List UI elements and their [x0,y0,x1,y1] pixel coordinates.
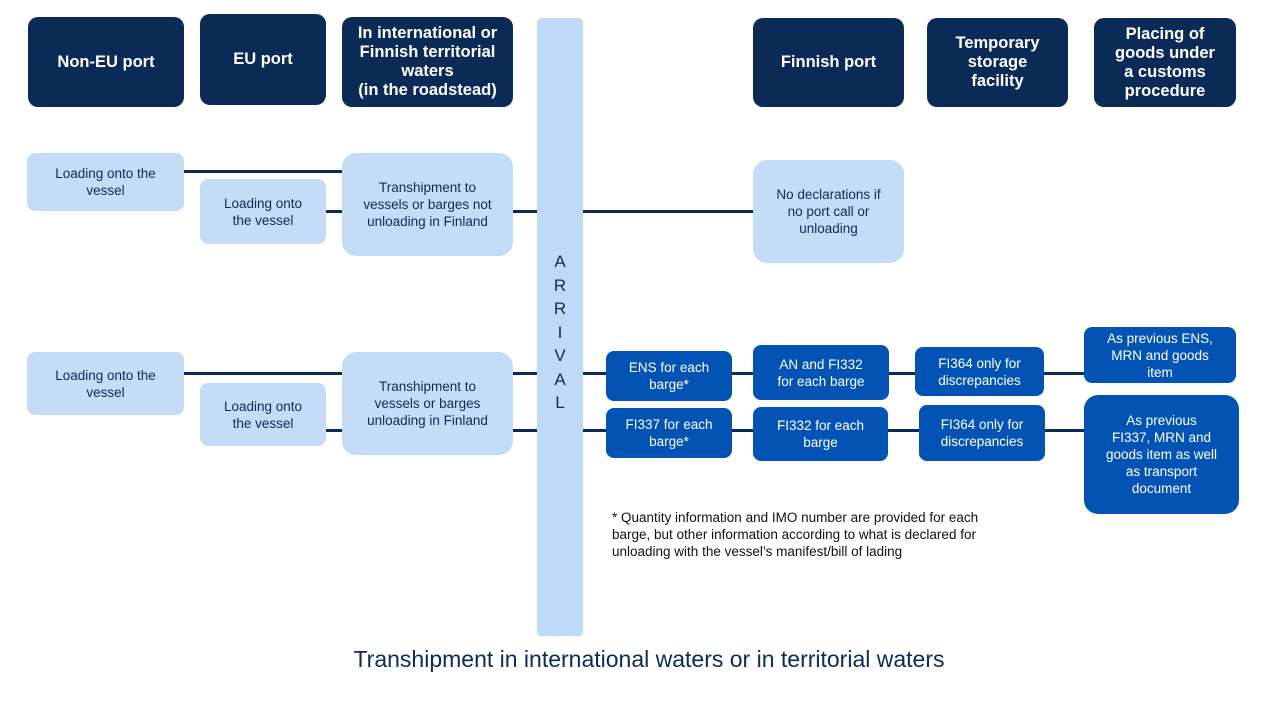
box-text: ENS for each barge* [628,360,710,392]
box-text: FI364 only for discrepancies [940,417,1024,449]
fi364-discrepancies-box: FI364 only for discrepancies [915,347,1044,396]
connector-line [512,210,754,213]
box-text: As previous ENS, MRN and goods item [1107,330,1213,380]
box-text: Transhipment to vessels or barges not un… [363,180,492,229]
header-label: In international or Finnish territorial … [357,24,498,99]
arrival-letter: R [553,299,567,318]
fi364-discrepancies-box: FI364 only for discrepancies [919,405,1045,461]
arrival-letter: V [554,346,566,365]
box-text: AN and FI332 for each barge [777,356,865,389]
fi337-barge-box: FI337 for each barge* [606,408,732,458]
row2-eu-loading: Loading onto the vessel [200,383,326,446]
arrival-letter: I [557,322,563,342]
box-text: Transhipment to vessels or barges unload… [367,379,488,428]
arrival-label: A R R I V A L [537,250,583,415]
row1-non-eu-loading: Loading onto the vessel [27,153,184,211]
header-eu-port: EU port [200,14,326,105]
header-label: Non-EU port [57,52,155,71]
header-label: EU port [233,50,293,68]
box-text: FI364 only for discrepancies [938,355,1021,388]
arrival-letter: L [555,393,565,412]
footnote: * Quantity information and IMO number ar… [612,510,979,559]
header-non-eu-port: Non-EU port [28,17,184,107]
connector-line [1044,429,1085,432]
row1-no-declarations: No declarations if no port call or unloa… [753,160,904,263]
header-temporary-storage: Temporary storage facility [927,18,1068,107]
diagram-caption: Transhipment in international waters or … [353,646,945,672]
connector-line [888,372,916,375]
connector-line [325,429,345,432]
ens-barge-box: ENS for each barge* [606,351,732,401]
row2-transhipment: Transhipment to vessels or barges unload… [342,352,513,455]
row1-eu-loading: Loading onto the vessel [200,179,326,244]
connector-line [183,170,343,173]
connector-line [183,372,343,375]
header-finnish-port: Finnish port [753,18,904,107]
an-fi332-box: AN and FI332 for each barge [753,345,889,400]
previous-fi337-box: As previous FI337, MRN and goods item as… [1084,395,1239,514]
box-text: Loading onto the vessel [55,166,156,198]
fi332-barge-box: FI332 for each barge [753,407,888,461]
box-text: As previous FI337, MRN and goods item as… [1105,413,1218,496]
arrival-letter: A [554,252,566,271]
header-customs-procedure: Placing of goods under a customs procedu… [1094,18,1236,107]
box-text: FI337 for each barge* [625,417,713,449]
header-label: Placing of goods under a customs procedu… [1115,24,1215,100]
row2-non-eu-loading: Loading onto the vessel [27,352,184,415]
box-text: Loading onto the vessel [223,398,303,431]
header-label: Finnish port [780,53,877,71]
header-label: Temporary storage facility [955,34,1040,90]
arrival-letter: R [553,275,567,295]
arrival-bar [537,18,583,636]
connector-line [731,429,754,432]
connector-line [887,429,920,432]
connector-line [325,210,345,213]
box-text: FI332 for each barge [776,418,865,450]
connector-line [731,372,754,375]
connector-line [1043,372,1085,375]
header-international-waters: In international or Finnish territorial … [342,17,513,107]
box-text: No declarations if no port call or unloa… [776,187,881,236]
previous-ens-box: As previous ENS, MRN and goods item [1084,327,1236,383]
arrival-letter: A [554,369,566,389]
row1-transhipment: Transhipment to vessels or barges not un… [342,153,513,256]
box-text: Loading onto the vessel [223,195,303,228]
box-text: Loading onto the vessel [55,367,156,400]
